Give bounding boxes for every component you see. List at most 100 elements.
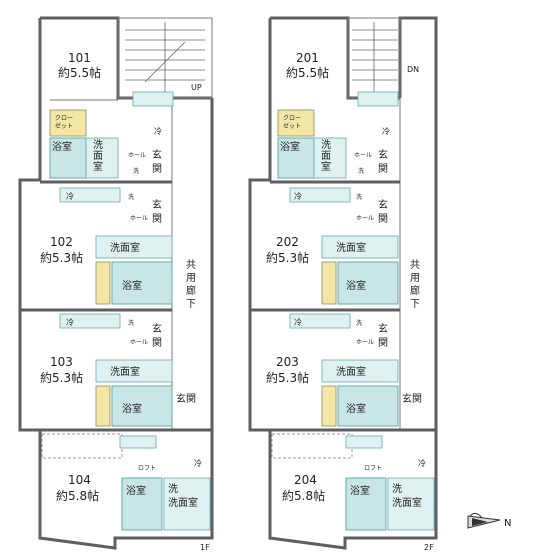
room-number: 204 <box>294 473 317 487</box>
washroom <box>321 359 399 383</box>
unit-102: 冷 ホール 洗 玄 関 102 約5.3帖 洗面室 浴室 <box>20 187 173 312</box>
washroom <box>95 359 173 383</box>
floor-2: DN 201 約5.5帖 クロー ゼット 浴室 洗 面 室 冷 ホール 洗 玄 … <box>248 16 438 552</box>
svg-text:室: 室 <box>93 160 103 173</box>
svg-text:下: 下 <box>410 299 420 310</box>
svg-text:ホール: ホール <box>356 215 374 222</box>
floor-1: UP 101 約5.5帖 クロー ゼット 浴室 洗 面 室 冷 ホール 洗 玄 … <box>18 16 214 552</box>
bathroom <box>345 477 387 531</box>
stairs-icon <box>125 22 205 92</box>
room-number: 101 <box>68 51 91 65</box>
svg-text:洗: 洗 <box>93 139 103 151</box>
closet <box>95 385 111 427</box>
closet <box>49 109 87 137</box>
unit-104: ロフト 冷 104 約5.8帖 浴室 洗 洗面室 <box>41 433 211 531</box>
svg-text:ゼット: ゼット <box>55 122 73 130</box>
svg-text:関: 関 <box>152 213 162 225</box>
svg-text:洗面室: 洗面室 <box>168 496 198 509</box>
unit-103: 冷 ホール 洗 玄 関 103 約5.3帖 洗面室 浴室 玄関 <box>20 313 212 432</box>
kitchen-counter <box>345 435 383 449</box>
closet <box>277 109 315 137</box>
room-number: 203 <box>276 355 299 369</box>
svg-text:洗: 洗 <box>128 319 134 327</box>
svg-text:冷: 冷 <box>294 191 302 201</box>
svg-text:ゼット: ゼット <box>283 122 301 130</box>
floor-label: 2F <box>424 543 434 552</box>
room-number: 104 <box>68 473 91 487</box>
svg-text:洗: 洗 <box>392 483 402 495</box>
washroom <box>387 477 435 531</box>
room-size: 約5.3帖 <box>266 250 309 265</box>
svg-text:関: 関 <box>378 163 388 175</box>
room-size: 約5.5帖 <box>286 65 329 80</box>
bathroom <box>337 261 399 305</box>
svg-text:浴室: 浴室 <box>122 279 142 292</box>
room-size: 約5.8帖 <box>56 488 99 503</box>
svg-text:洗: 洗 <box>133 167 139 175</box>
svg-text:室: 室 <box>321 160 331 173</box>
svg-text:浴室: 浴室 <box>280 140 300 153</box>
kitchen-counter <box>289 187 351 203</box>
svg-text:廊: 廊 <box>186 284 196 297</box>
svg-text:浴室: 浴室 <box>126 484 146 497</box>
svg-text:ロフト: ロフト <box>138 465 156 472</box>
unit-202: 冷 ホール 洗 玄 関 202 約5.3帖 洗面室 浴室 <box>250 187 400 312</box>
washroom <box>163 477 211 531</box>
svg-text:洗面室: 洗面室 <box>336 365 366 378</box>
svg-text:用: 用 <box>186 273 196 284</box>
svg-text:洗面室: 洗面室 <box>110 241 140 254</box>
svg-text:洗面室: 洗面室 <box>110 365 140 378</box>
room-number: 202 <box>276 235 299 249</box>
closet <box>321 261 337 305</box>
svg-text:クロー: クロー <box>283 115 301 122</box>
svg-text:冷: 冷 <box>294 317 302 327</box>
common-corridor: 共 用 廊 下 <box>186 259 196 310</box>
svg-text:ホール: ホール <box>128 152 146 159</box>
room-size: 約5.3帖 <box>266 370 309 385</box>
svg-text:玄: 玄 <box>378 198 388 211</box>
kitchen-counter <box>357 91 399 107</box>
bathroom <box>111 261 173 305</box>
svg-text:冷: 冷 <box>194 458 202 468</box>
svg-text:浴室: 浴室 <box>346 279 366 292</box>
closet <box>95 261 111 305</box>
svg-text:洗: 洗 <box>168 483 178 495</box>
bathroom <box>121 477 163 531</box>
svg-text:洗: 洗 <box>356 193 362 201</box>
svg-text:クロー: クロー <box>55 115 73 122</box>
stairs-down-label: DN <box>407 65 419 74</box>
unit-201: 201 約5.5帖 クロー ゼット 浴室 洗 面 室 冷 ホール 洗 玄 関 <box>270 51 400 184</box>
svg-text:冷: 冷 <box>154 126 162 136</box>
kitchen-counter <box>289 313 351 329</box>
north-label: N <box>504 518 511 529</box>
room-size: 約5.5帖 <box>58 65 101 80</box>
loft-area <box>41 433 123 459</box>
bathroom <box>49 137 87 179</box>
svg-text:玄: 玄 <box>378 148 388 161</box>
svg-text:浴室: 浴室 <box>350 484 370 497</box>
room-number: 103 <box>50 355 73 369</box>
svg-text:廊: 廊 <box>410 284 420 297</box>
bath-label: 浴室 <box>52 140 72 153</box>
bathroom <box>111 385 173 427</box>
svg-text:冷: 冷 <box>382 126 390 136</box>
svg-text:ホール: ホール <box>356 339 374 346</box>
room-size: 約5.3帖 <box>40 370 83 385</box>
svg-text:玄: 玄 <box>152 148 162 161</box>
svg-text:玄: 玄 <box>152 198 162 211</box>
room-number: 102 <box>50 235 73 249</box>
svg-text:共: 共 <box>410 259 420 271</box>
bathroom <box>277 137 315 179</box>
room-size: 約5.8帖 <box>282 488 325 503</box>
room-size: 約5.3帖 <box>40 250 83 265</box>
svg-text:用: 用 <box>410 273 420 284</box>
svg-text:洗: 洗 <box>321 139 331 151</box>
svg-text:共: 共 <box>186 259 196 271</box>
washroom <box>313 137 347 179</box>
room-number: 201 <box>296 51 319 65</box>
svg-text:玄関: 玄関 <box>176 392 196 405</box>
svg-text:玄: 玄 <box>152 322 162 335</box>
svg-text:関: 関 <box>378 337 388 349</box>
kitchen-counter <box>132 91 174 107</box>
